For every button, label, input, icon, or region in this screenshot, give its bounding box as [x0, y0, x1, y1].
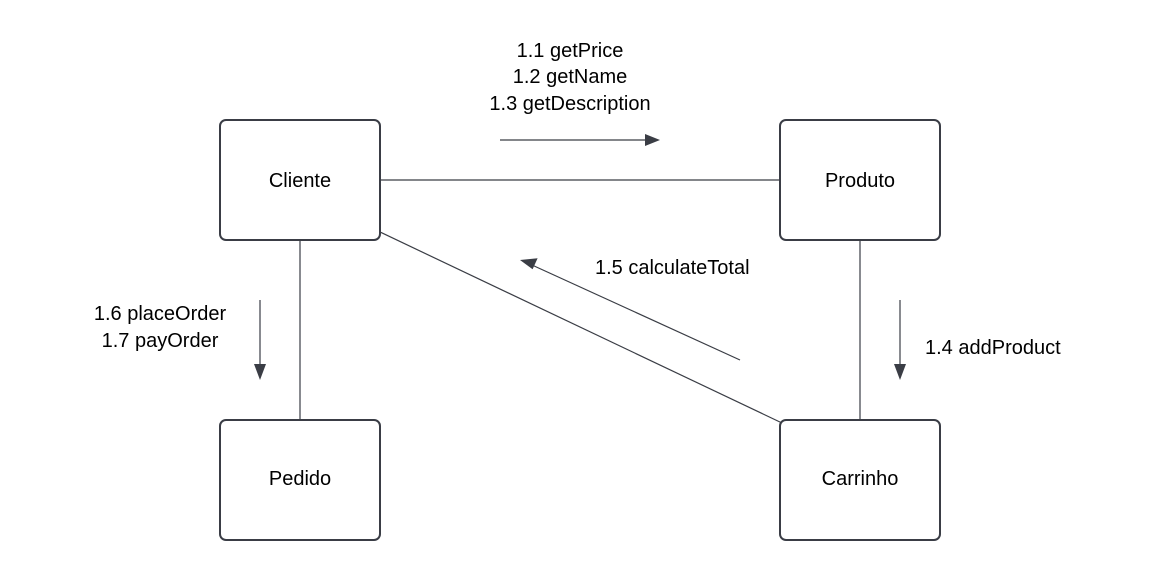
message-produto-to-carrinho: 1.4 addProduct	[894, 300, 1061, 380]
message-label-1-3: 1.3 getDescription	[489, 93, 650, 115]
message-cliente-to-produto: 1.1 getPrice 1.2 getName 1.3 getDescript…	[489, 40, 660, 146]
arrow-diagonal-shaft	[531, 264, 741, 361]
node-produto[interactable]: Produto	[779, 119, 941, 241]
message-label-1-2: 1.2 getName	[513, 66, 628, 88]
arrow-down-icon-left	[254, 364, 266, 380]
links	[299, 179, 861, 424]
message-label-1-6: 1.6 placeOrder	[94, 303, 227, 325]
message-label-1-5: 1.5 calculateTotal	[595, 257, 750, 279]
node-carrinho[interactable]: Carrinho	[779, 419, 941, 541]
message-label-1-7: 1.7 payOrder	[102, 330, 219, 352]
arrow-down-icon	[894, 364, 906, 380]
message-carrinho-to-cliente: 1.5 calculateTotal	[520, 257, 750, 361]
node-carrinho-label: Carrinho	[822, 468, 899, 490]
arrow-right-icon	[645, 134, 660, 146]
node-produto-box	[779, 119, 941, 241]
link-cliente-carrinho	[379, 231, 783, 424]
message-label-1-1: 1.1 getPrice	[517, 40, 624, 62]
node-cliente-box	[219, 119, 381, 241]
node-cliente[interactable]: Cliente	[219, 119, 381, 241]
message-cliente-to-pedido: 1.6 placeOrder 1.7 payOrder	[94, 300, 266, 380]
arrow-up-left-icon	[520, 258, 538, 270]
node-pedido-box	[219, 419, 381, 541]
node-pedido-label: Pedido	[269, 468, 331, 490]
node-carrinho-box	[779, 419, 941, 541]
node-pedido[interactable]: Pedido	[219, 419, 381, 541]
message-label-1-4: 1.4 addProduct	[925, 337, 1061, 359]
node-produto-label: Produto	[825, 170, 895, 192]
node-cliente-label: Cliente	[269, 170, 331, 192]
